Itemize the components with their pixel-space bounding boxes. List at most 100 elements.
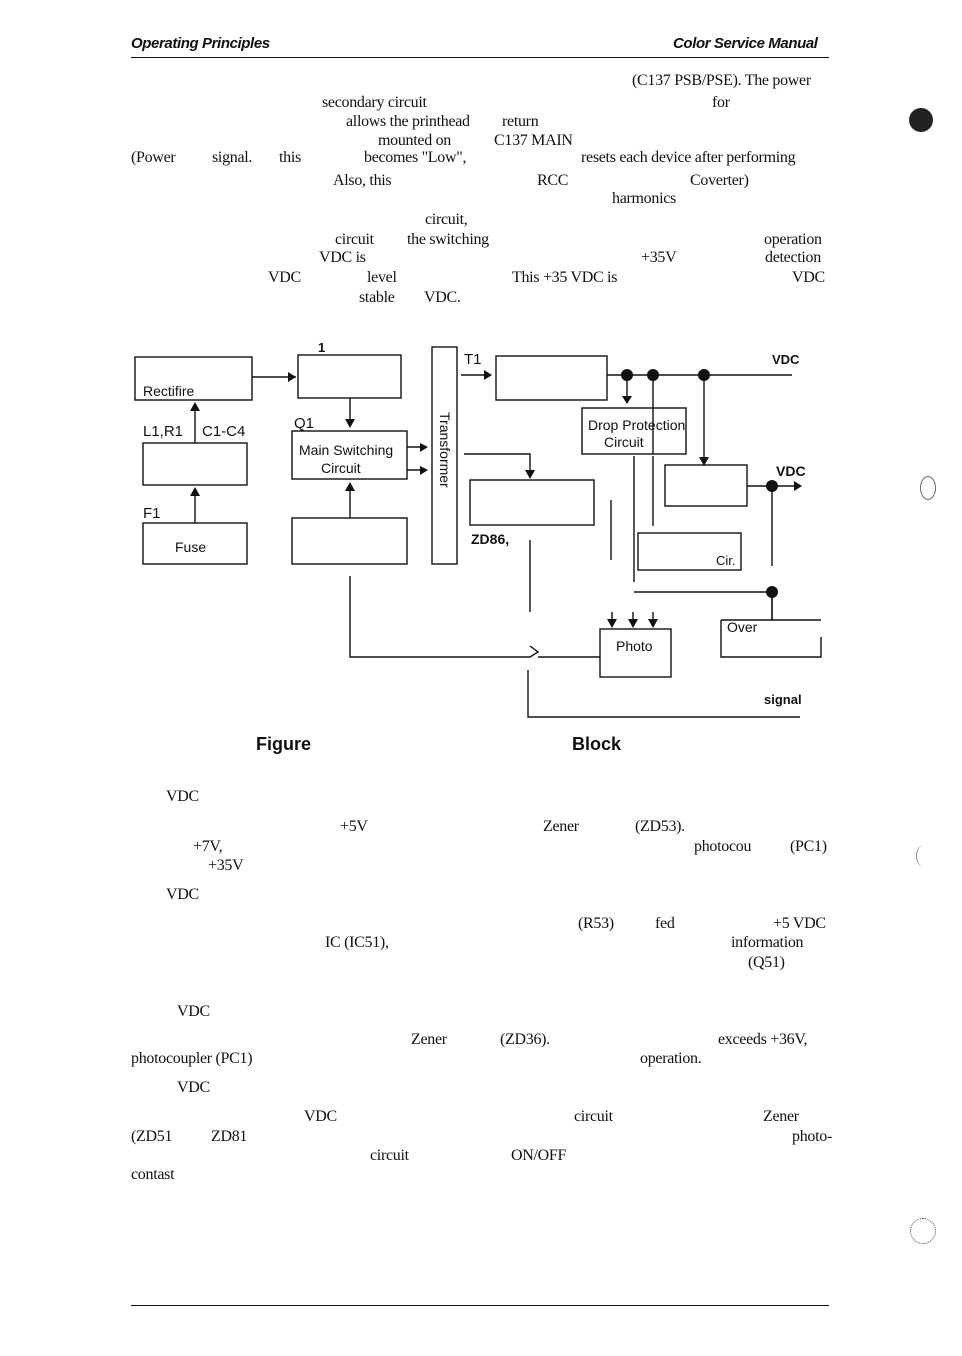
body-fragment: VDC [304, 1108, 337, 1125]
body-fragment: (ZD36). [500, 1031, 550, 1048]
body-fragment: for [712, 94, 730, 111]
body-fragment: (Power [131, 149, 176, 166]
block-diagram: 1 T1 VDC Rectifire L1,R1 C1-C4 Q1 Main S… [134, 340, 822, 718]
body-fragment: VDC [792, 269, 825, 286]
body-fragment: information [731, 934, 804, 951]
figure-caption-figure: Figure [256, 734, 312, 754]
diagram-label-l1r1: L1,R1 [143, 423, 183, 440]
diagram-label-main-switching-circuit: Circuit [321, 460, 361, 476]
body-fragment: (Q51) [748, 954, 785, 971]
body-fragment: circuit [574, 1108, 613, 1125]
body-fragment: +35V [208, 857, 244, 874]
body-fragment: Zener [543, 818, 579, 835]
body-fragment: return [502, 113, 539, 130]
body-fragment: operation [764, 231, 822, 248]
header-manual-title: Color Service Manual [673, 35, 818, 52]
body-fragment: circuit [335, 231, 374, 248]
diagram-label-vdc-mid: VDC [776, 463, 806, 479]
diagram-label-transformer: Transformer [437, 412, 453, 488]
body-fragment: +35V [641, 249, 677, 266]
transformer-box [431, 346, 458, 565]
body-fragment: Zener [411, 1031, 447, 1048]
body-fragment: photocoupler (PC1) [131, 1050, 253, 1067]
filter-box [142, 442, 248, 486]
body-fragment: secondary circuit [322, 94, 427, 111]
body-fragment: VDC. [424, 289, 461, 306]
diagram-label-c1c4: C1-C4 [202, 423, 245, 440]
photo-box [599, 628, 672, 678]
body-fragment: VDC is [319, 249, 366, 266]
body-fragment: C137 MAIN [494, 132, 573, 149]
scan-mark-faint [916, 845, 931, 867]
body-fragment: (ZD53). [635, 818, 685, 835]
output-box-lower [469, 479, 595, 526]
footer-rule [131, 1305, 829, 1306]
body-fragment: contast [131, 1166, 175, 1183]
body-fragment: VDC [166, 886, 199, 903]
diagram-label-rectifire: Rectifire [143, 383, 195, 399]
lower-middle-box [291, 517, 408, 565]
body-fragment: VDC [166, 788, 199, 805]
drop-protection-box [581, 407, 687, 455]
body-fragment: (C137 PSB/PSE). The power [632, 72, 811, 89]
diagram-label-zd86: ZD86, [471, 531, 509, 547]
diagram-label-f1: F1 [143, 505, 161, 522]
output-box-top [495, 355, 608, 401]
body-fragment: photocou [694, 838, 752, 855]
body-fragment: ZD81 [211, 1128, 248, 1145]
diagram-label-1: 1 [318, 340, 325, 355]
diagram-label-q1: Q1 [294, 415, 314, 432]
scan-mark-ring [920, 476, 936, 500]
body-fragment: IC (IC51), [325, 934, 389, 951]
body-fragment: allows the printhead [346, 113, 470, 130]
diagram-label-vdc-top: VDC [772, 352, 800, 367]
body-fragment: Zener [763, 1108, 799, 1125]
body-fragment: +7V, [193, 838, 223, 855]
diagram-label-fuse: Fuse [175, 539, 206, 555]
body-fragment: Also, this [333, 172, 392, 189]
body-fragment: exceeds +36V, [718, 1031, 808, 1048]
rectifire-box [134, 356, 253, 401]
figure-caption-block: Block [572, 734, 622, 754]
body-fragment: signal. [212, 149, 253, 166]
main-switching-box [291, 430, 408, 480]
body-fragment: RCC [537, 172, 569, 189]
body-fragment: (ZD51 [131, 1128, 173, 1145]
diagram-label-over: Over [727, 619, 758, 635]
header-rule [131, 57, 829, 58]
diagram-label-signal: signal [764, 692, 802, 707]
diagram-label-main-switching: Main Switching [299, 442, 393, 458]
body-fragment: mounted on [378, 132, 451, 149]
vdc-box-mid [664, 464, 748, 507]
body-fragment: the switching [407, 231, 489, 248]
body-fragment: operation. [640, 1050, 702, 1067]
scan-mark-dark [909, 108, 933, 132]
diagram-label-cir: Cir. [716, 553, 736, 568]
body-fragment: resets each device after performing [581, 149, 796, 166]
scan-mark-speckle [910, 1218, 936, 1244]
top-middle-box [297, 354, 402, 399]
body-fragment: (R53) [578, 915, 614, 932]
body-fragment: circuit [370, 1147, 409, 1164]
diagram-label-photo: Photo [616, 638, 653, 654]
body-fragment: VDC [177, 1003, 210, 1020]
cir-box [637, 532, 742, 571]
body-fragment: This +35 VDC is [512, 269, 618, 286]
header-section-title: Operating Principles [131, 35, 270, 52]
body-fragment: (PC1) [790, 838, 827, 855]
body-fragment: harmonics [612, 190, 676, 207]
body-fragment: detection [765, 249, 821, 266]
body-fragment: VDC [177, 1079, 210, 1096]
body-fragment: fed [655, 915, 675, 932]
body-fragment: becomes "Low", [364, 149, 467, 166]
body-fragment: circuit, [425, 211, 468, 228]
body-fragment: ON/OFF [511, 1147, 567, 1164]
body-fragment: stable [359, 289, 395, 306]
body-fragment: this [279, 149, 301, 166]
body-fragment: VDC [268, 269, 301, 286]
body-fragment: level [367, 269, 397, 286]
body-fragment: +5V [340, 818, 368, 835]
body-fragment: +5 VDC [773, 915, 826, 932]
diagram-label-drop-circuit: Circuit [604, 434, 644, 450]
body-fragment: photo- [792, 1128, 832, 1145]
